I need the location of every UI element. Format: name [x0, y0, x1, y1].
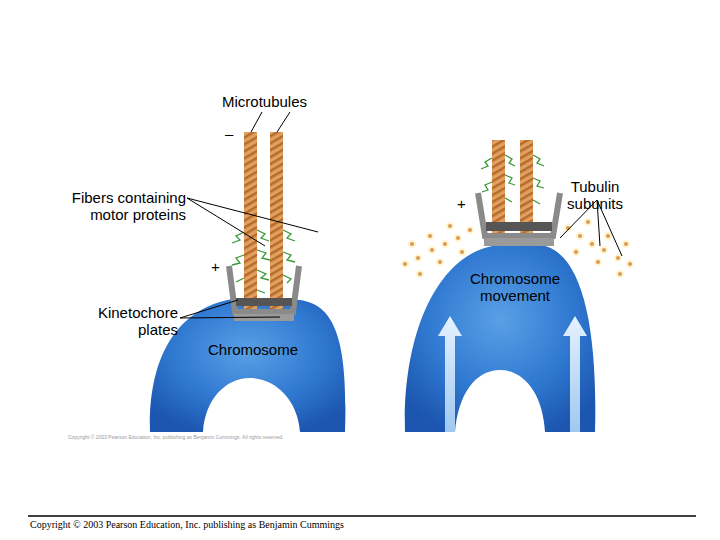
kinetochore-cup [478, 193, 560, 236]
leader-lines [180, 112, 622, 318]
polarity-sign: – [225, 126, 237, 143]
part-label: Chromosome movement [452, 271, 578, 305]
movement-arrow [438, 316, 462, 432]
microtubule [244, 132, 257, 312]
polarity-sign: + [457, 196, 469, 213]
part-label: Chromosome [208, 342, 328, 359]
part-label: Tubulin subunits [555, 179, 635, 213]
footer-rule [28, 515, 696, 517]
kinetochore-plate [236, 298, 292, 306]
kinetochore-cup [229, 266, 299, 312]
chromosome-shape [405, 245, 595, 432]
polarity-sign: + [211, 259, 223, 276]
kinetochore-plate [484, 238, 554, 246]
part-label: Fibers containing motor proteins [70, 190, 186, 224]
part-label: Microtubules [222, 94, 332, 111]
kinetochore-plate [486, 222, 552, 231]
microtubule [492, 140, 505, 235]
copyright-note: Copyright © 2003 Pearson Education, Inc.… [68, 435, 268, 441]
part-label: Kinetochore plates [60, 305, 178, 339]
microtubule [520, 140, 533, 235]
chromosome-shape [150, 298, 346, 432]
movement-arrow [563, 316, 587, 432]
footer-copyright: Copyright © 2003 Pearson Education, Inc.… [30, 519, 590, 530]
